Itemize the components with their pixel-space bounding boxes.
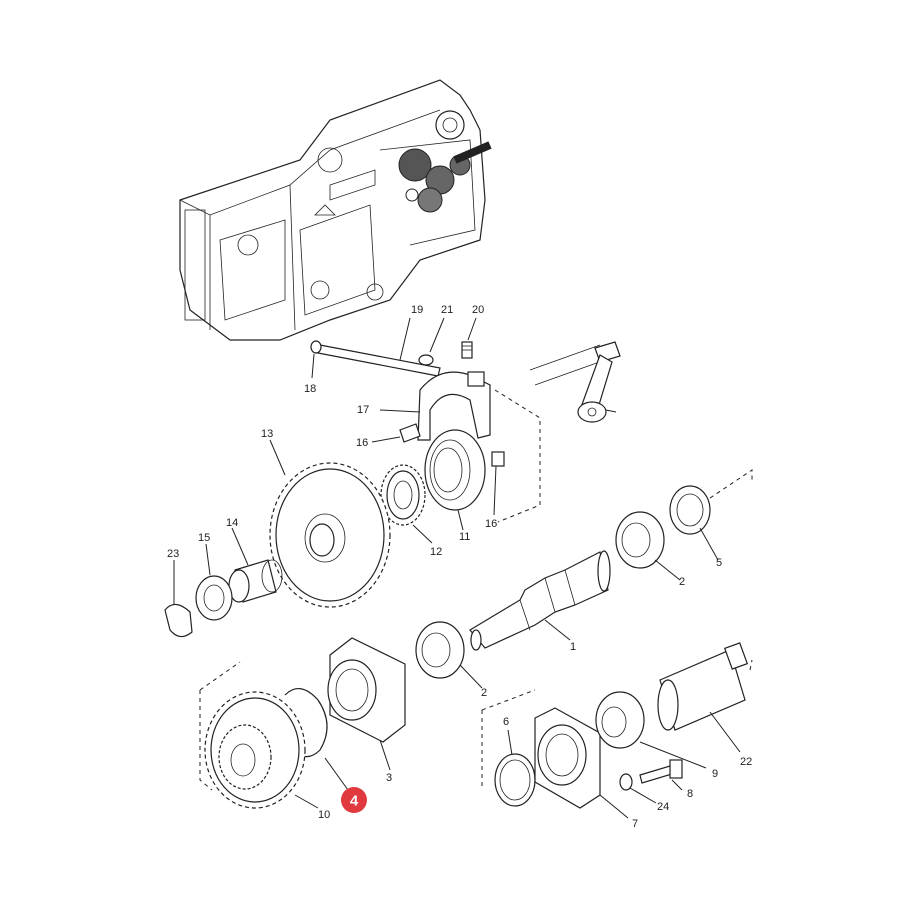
callout-11: 11 — [459, 531, 470, 543]
callout-3: 3 — [386, 772, 392, 784]
washer-21 — [418, 317, 445, 366]
gasket-6 — [494, 729, 536, 807]
callout-9: 9 — [712, 768, 718, 780]
bearing-2-lower — [415, 621, 483, 689]
callout-2a: 2 — [679, 576, 685, 588]
flange-7 — [534, 707, 629, 819]
callout-8: 8 — [687, 788, 693, 800]
cover-3 — [327, 637, 406, 771]
shift-rod-19 — [317, 317, 441, 377]
callout-24: 24 — [657, 801, 669, 813]
callout-2b: 2 — [481, 687, 487, 699]
callout-22: 22 — [740, 756, 752, 768]
callout-5: 5 — [716, 557, 722, 569]
transmission-housing — [179, 79, 486, 341]
highlight-badge[interactable]: 4 — [341, 787, 367, 813]
detent-20 — [461, 317, 477, 359]
shift-fork-17 — [379, 371, 491, 441]
callout-16b: 16 — [485, 518, 497, 530]
callout-16a: 16 — [356, 437, 368, 449]
housing-gear-cluster — [398, 141, 492, 213]
callout-1: 1 — [570, 641, 576, 653]
shaft-22 — [657, 642, 749, 753]
callout-14: 14 — [226, 517, 238, 529]
main-shaft-1 — [469, 550, 611, 651]
callout-23: 23 — [167, 548, 179, 560]
callout-20: 20 — [472, 304, 484, 316]
pin-18 — [310, 340, 322, 379]
bearing-15 — [195, 543, 233, 621]
half-washer-23 — [164, 560, 193, 638]
bearing-2-upper — [615, 511, 681, 581]
cap-9 — [595, 691, 707, 769]
gear-12 — [380, 464, 433, 544]
highlight-badge-label: 4 — [350, 793, 359, 810]
bolt-16-right — [491, 451, 505, 516]
callout-15: 15 — [198, 532, 210, 544]
callout-18: 18 — [304, 383, 316, 395]
callout-13: 13 — [261, 428, 273, 440]
large-gear-13 — [269, 439, 391, 608]
bearing-cup-5 — [669, 485, 719, 561]
shift-linkage — [529, 341, 621, 423]
callout-19: 19 — [411, 304, 423, 316]
bolt-8 — [639, 759, 683, 791]
snap-ring-4 — [284, 688, 349, 791]
callout-6: 6 — [503, 716, 509, 728]
needle-bearing-14 — [228, 527, 283, 603]
gear-10 — [204, 691, 319, 809]
washer-24 — [619, 773, 657, 804]
callout-17: 17 — [357, 404, 369, 416]
callout-21: 21 — [441, 304, 453, 316]
callout-labels: 1 2 2 3 5 6 7 8 9 10 11 12 13 14 15 16 1… — [167, 304, 752, 830]
bolt-16-left — [371, 423, 421, 443]
coupler-sleeve-11 — [424, 429, 486, 531]
callout-12: 12 — [430, 546, 442, 558]
callout-10: 10 — [318, 809, 330, 821]
callout-7: 7 — [632, 818, 638, 830]
